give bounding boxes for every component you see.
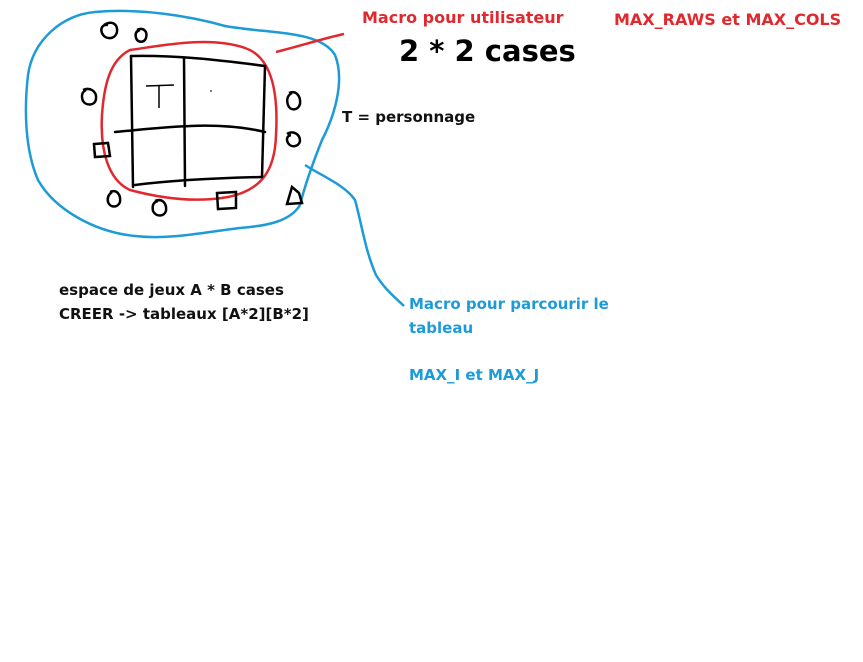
blue-outer-outline [24, 9, 341, 239]
espace-de-jeux-text: espace de jeux A * B cases CREER -> tabl… [59, 278, 309, 326]
max-raws-cols-label: MAX_RAWS et MAX_COLS [614, 10, 842, 29]
character-t-mark [145, 84, 175, 108]
border-marks [80, 21, 304, 217]
red-connector-line [275, 32, 345, 54]
two-by-two-label: 2 * 2 cases [399, 34, 576, 68]
red-inner-outline [100, 40, 278, 201]
t-personnage-label: T = personnage [342, 108, 476, 126]
macro-parcourir-line-1: Macro pour parcourir le [409, 295, 609, 313]
espace-line-1: espace de jeux A * B cases [59, 281, 284, 299]
macro-user-label: Macro pour utilisateur [362, 8, 564, 27]
macro-parcourir-text: Macro pour parcourir le tableau [409, 292, 609, 340]
macro-parcourir-line-2: tableau [409, 319, 474, 337]
max-i-j-label: MAX_I et MAX_J [409, 366, 540, 384]
blue-connector-line [304, 163, 405, 307]
grid-2x2 [113, 54, 267, 189]
espace-line-2: CREER -> tableaux [A*2][B*2] [59, 305, 309, 323]
